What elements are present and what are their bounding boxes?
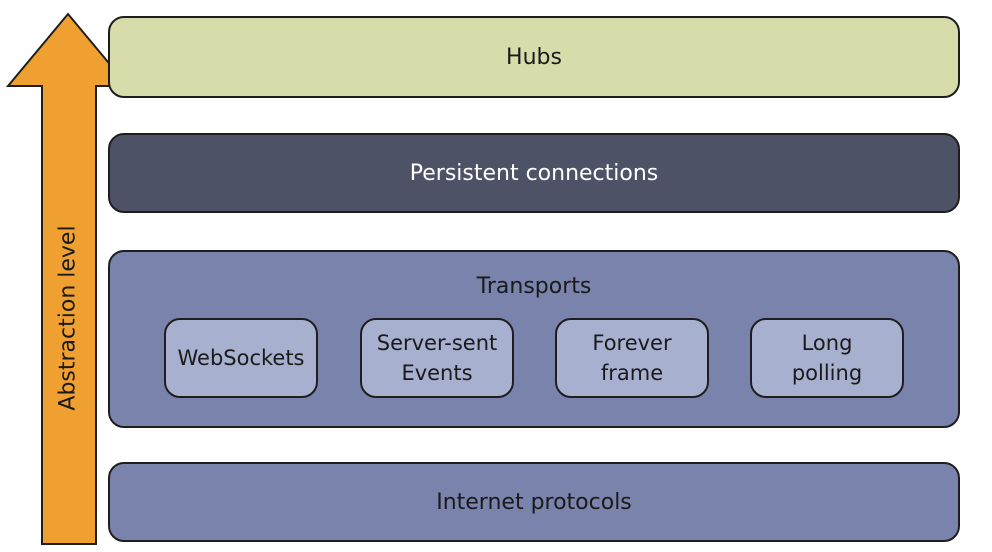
transport-websockets: WebSockets (164, 318, 318, 398)
persistent-connections-layer: Persistent connections (108, 133, 960, 213)
transport-long-polling: Long polling (750, 318, 904, 398)
transports-label: Transports (476, 274, 592, 299)
hubs-layer: Hubs (108, 16, 960, 98)
abstraction-arrow-shape (5, 12, 131, 545)
abstraction-arrow (5, 12, 131, 545)
hubs-label: Hubs (506, 44, 562, 70)
internet-protocols-layer: Internet protocols (108, 462, 960, 542)
internet-protocols-label: Internet protocols (436, 489, 632, 515)
transport-server-sent-events: Server-sent Events (360, 318, 514, 398)
persistent-connections-label: Persistent connections (409, 160, 659, 186)
transports-layer: Transports WebSockets Server-sent Events… (108, 250, 960, 428)
abstraction-level-label: Abstraction level (55, 225, 81, 411)
transport-forever-frame: Forever frame (555, 318, 709, 398)
